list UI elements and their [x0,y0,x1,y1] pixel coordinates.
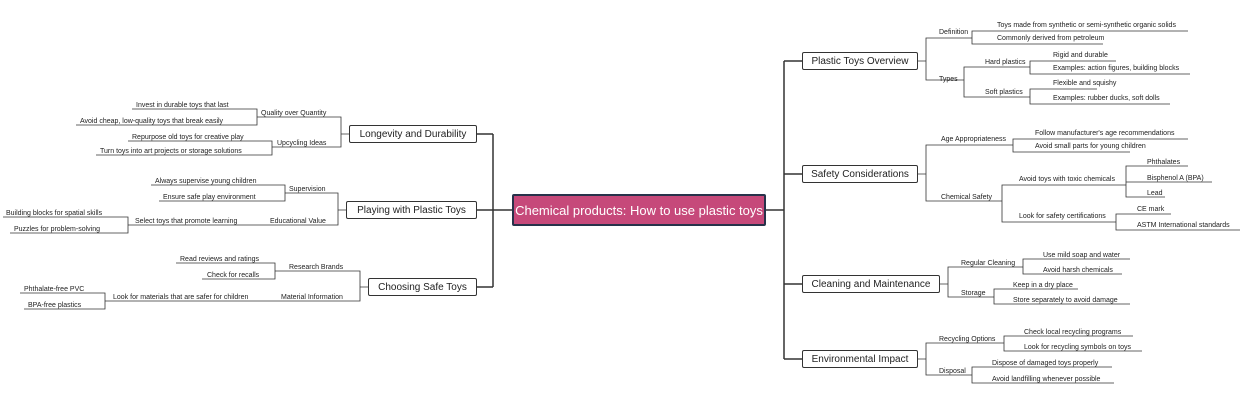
leaf-age-1[interactable]: Follow manufacturer's age recommendation… [1035,130,1175,137]
leaf-definition-1[interactable]: Toys made from synthetic or semi-synthet… [997,22,1176,29]
topic-safety-considerations[interactable]: Safety Considerations [802,165,918,183]
leaf-learning-2[interactable]: Puzzles for problem-solving [14,226,100,233]
leaf-ce-mark[interactable]: CE mark [1137,206,1165,213]
central-topic[interactable]: Chemical products: How to use plastic to… [512,194,766,226]
subtopic-avoid-toxic-chemicals[interactable]: Avoid toys with toxic chemicals [1019,176,1115,183]
leaf-quality-2[interactable]: Avoid cheap, low-quality toys that break… [80,118,224,125]
topic-cleaning-and-maintenance[interactable]: Cleaning and Maintenance [802,275,940,293]
leaf-definition-2[interactable]: Commonly derived from petroleum [997,35,1105,42]
leaf-regular-2[interactable]: Avoid harsh chemicals [1043,267,1113,274]
leaf-disposal-2[interactable]: Avoid landfilling whenever possible [992,376,1101,383]
subtopic-supervision[interactable]: Supervision [289,186,326,193]
topic-playing-with-plastic-toys[interactable]: Playing with Plastic Toys [346,201,477,219]
leaf-recycling-2[interactable]: Look for recycling symbols on toys [1024,344,1131,351]
subtopic-safety-certifications[interactable]: Look for safety certifications [1019,213,1106,220]
leaf-learning-1[interactable]: Building blocks for spatial skills [6,210,103,217]
subtopic-research-brands[interactable]: Research Brands [289,264,344,271]
subtopic-upcycling-ideas[interactable]: Upcycling Ideas [277,140,327,147]
leaf-upcycling-2[interactable]: Turn toys into art projects or storage s… [100,148,242,155]
leaf-age-2[interactable]: Avoid small parts for young children [1035,143,1146,150]
subtopic-soft-plastics[interactable]: Soft plastics [985,89,1023,96]
leaf-hard-2[interactable]: Examples: action figures, building block… [1053,65,1180,72]
leaf-soft-1[interactable]: Flexible and squishy [1053,80,1117,87]
subtopic-disposal[interactable]: Disposal [939,368,966,375]
leaf-material-2[interactable]: BPA-free plastics [28,302,82,309]
topic-choosing-safe-toys[interactable]: Choosing Safe Toys [368,278,477,296]
subtopic-definition[interactable]: Definition [939,29,969,36]
leaf-supervision-2[interactable]: Ensure safe play environment [163,194,256,201]
subtopic-material-information[interactable]: Material Information [281,294,343,301]
subtopic-quality-over-quantity[interactable]: Quality over Quantity [261,110,327,117]
leaf-upcycling-1[interactable]: Repurpose old toys for creative play [132,134,244,141]
leaf-material-1[interactable]: Phthalate-free PVC [24,286,85,293]
topic-plastic-toys-overview[interactable]: Plastic Toys Overview [802,52,918,70]
subtopic-safer-materials[interactable]: Look for materials that are safer for ch… [113,294,249,301]
subtopic-hard-plastics[interactable]: Hard plastics [985,59,1026,66]
subtopic-storage[interactable]: Storage [961,290,986,297]
leaf-lead[interactable]: Lead [1147,190,1163,197]
subtopic-promote-learning[interactable]: Select toys that promote learning [135,218,238,225]
leaf-recycling-1[interactable]: Check local recycling programs [1024,329,1122,336]
subtopic-types[interactable]: Types [939,76,958,83]
leaf-research-1[interactable]: Read reviews and ratings [180,256,259,263]
leaf-disposal-1[interactable]: Dispose of damaged toys properly [992,360,1099,367]
leaf-astm[interactable]: ASTM International standards [1137,222,1230,229]
topic-longevity-and-durability[interactable]: Longevity and Durability [349,125,477,143]
leaf-research-2[interactable]: Check for recalls [207,272,260,279]
subtopic-regular-cleaning[interactable]: Regular Cleaning [961,260,1016,267]
leaf-regular-1[interactable]: Use mild soap and water [1043,252,1121,259]
leaf-quality-1[interactable]: Invest in durable toys that last [136,102,229,109]
leaf-hard-1[interactable]: Rigid and durable [1053,52,1108,59]
subtopic-recycling-options[interactable]: Recycling Options [939,336,996,343]
leaf-phthalates[interactable]: Phthalates [1147,159,1181,166]
subtopic-educational-value[interactable]: Educational Value [270,218,326,225]
leaf-storage-1[interactable]: Keep in a dry place [1013,282,1073,289]
leaf-storage-2[interactable]: Store separately to avoid damage [1013,297,1118,304]
leaf-supervision-1[interactable]: Always supervise young children [155,178,257,185]
leaf-bpa[interactable]: Bisphenol A (BPA) [1147,175,1204,182]
leaf-soft-2[interactable]: Examples: rubber ducks, soft dolls [1053,95,1160,102]
subtopic-chemical-safety[interactable]: Chemical Safety [941,194,992,201]
subtopic-age-appropriateness[interactable]: Age Appropriateness [941,136,1006,143]
topic-environmental-impact[interactable]: Environmental Impact [802,350,918,368]
